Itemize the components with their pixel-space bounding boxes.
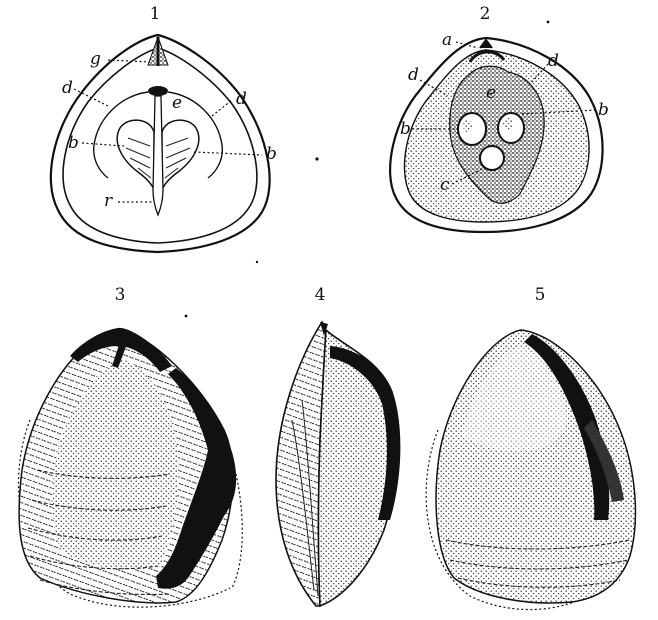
figure-5: 5	[426, 285, 635, 610]
figure-2-scar-c	[480, 146, 504, 170]
figure-2-label-c: c	[440, 175, 450, 195]
figure-1-label-r: r	[104, 191, 113, 211]
figure-2-label-d-left: d	[408, 65, 419, 85]
figure-1: 1 g d e d b b r	[51, 4, 277, 252]
figure-4: 4	[276, 285, 400, 606]
figure-1-label-e: e	[172, 93, 182, 113]
figure-1-number: 1	[150, 4, 161, 24]
figure-1-label-d-left: d	[62, 78, 73, 98]
figure-2-label-a: a	[442, 30, 452, 50]
figure-1-label-b-right: b	[266, 144, 277, 164]
figure-2-label-b-left: b	[400, 119, 411, 139]
figure-1-label-d-right: d	[236, 89, 247, 109]
figure-2: 2 a d e d b b c	[390, 4, 609, 232]
figure-4-shell-side-right	[319, 330, 399, 606]
figure-1-label-b-left: b	[68, 133, 79, 153]
figure-2-number: 2	[480, 4, 491, 24]
figure-1-label-g: g	[90, 49, 101, 69]
figure-1-heart-left	[117, 120, 154, 190]
figure-4-number: 4	[315, 285, 326, 305]
figure-1-scar-e	[148, 86, 168, 96]
figure-1-ridge-r	[153, 96, 163, 215]
figure-1-arc-left	[94, 92, 148, 178]
figure-3: 3	[19, 285, 243, 607]
figure-1-heart-right	[162, 120, 199, 190]
figure-2-label-e-top: e	[486, 83, 496, 103]
figure-2-label-d-right: d	[548, 51, 559, 71]
figure-2-label-b-right: b	[598, 100, 609, 120]
figure-5-number: 5	[535, 285, 546, 305]
figure-3-number: 3	[115, 285, 126, 305]
